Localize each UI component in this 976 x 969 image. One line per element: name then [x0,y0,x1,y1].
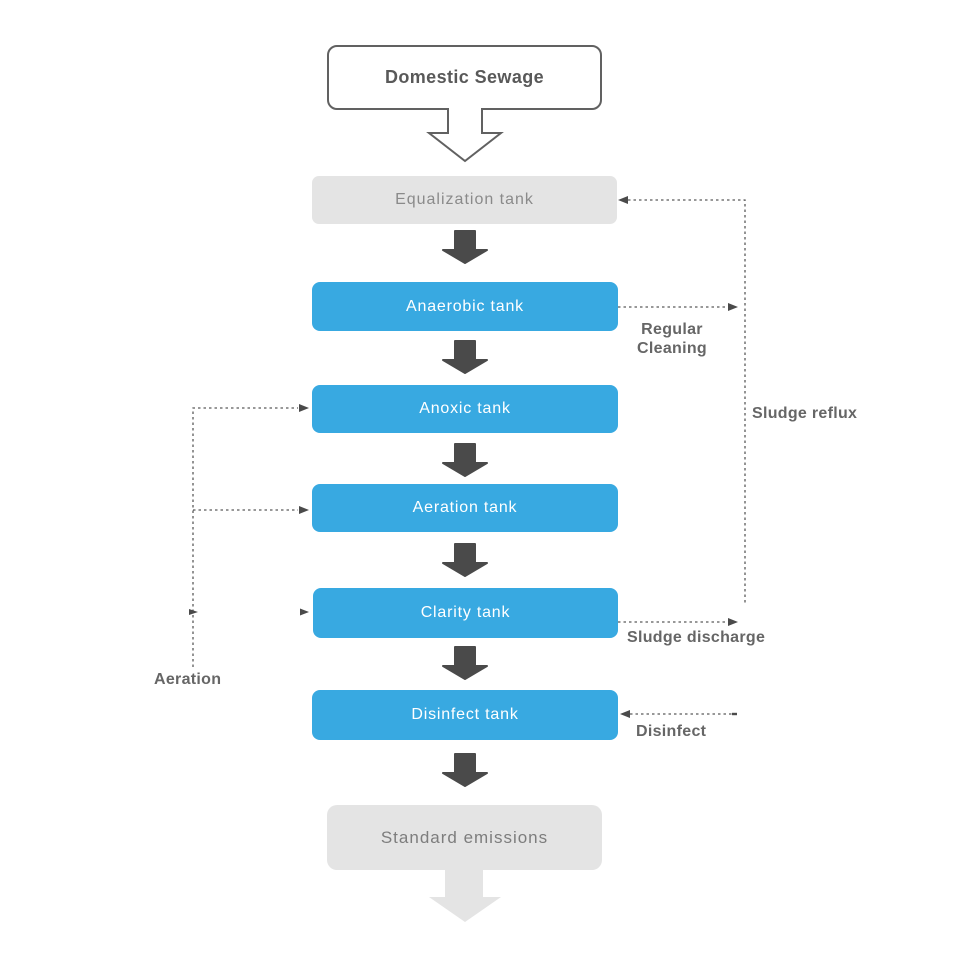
arrowhead-right-icon [299,404,309,412]
node-label: Domestic Sewage [384,67,545,87]
arrowhead-right-icon [728,303,738,311]
node-label: Anaerobic tank [406,297,524,315]
node-label: Clarity tank [420,604,511,621]
arrowhead-left-icon [618,196,628,204]
light-down-arrow-icon [429,866,501,922]
label-aeration: Aeration [154,671,222,688]
down-arrow-icon [442,230,488,264]
label-disinfect: Disinfect [636,723,707,740]
node-label: Standard emissions [380,827,549,847]
node-label: Aeration tank [412,499,518,516]
node-standard-emissions: Standard emissions [327,805,602,870]
label-sludge-discharge: Sludge discharge [627,629,766,646]
label-sludge-reflux: Sludge reflux [752,405,858,422]
arrowhead-right-icon [300,608,309,616]
node-anaerobic-tank: Anaerobic tank [312,282,618,331]
aeration-riser-line [192,407,298,667]
node-disinfect-tank: Disinfect tank [312,690,618,740]
line-end-cap [732,712,737,716]
sludge-reflux-line [628,199,746,603]
down-arrow-icon [442,543,488,577]
node-label: Anoxic tank [419,400,511,417]
node-label: Equalization tank [395,191,534,208]
node-label: Disinfect tank [411,706,519,723]
outline-down-arrow-icon [426,108,504,163]
down-arrow-icon [442,443,488,477]
arrowhead-right-icon [189,609,198,615]
node-anoxic-tank: Anoxic tank [312,385,618,433]
arrowhead-right-icon [728,618,738,626]
node-aeration-tank: Aeration tank [312,484,618,532]
node-clarity-tank: Clarity tank [313,588,618,638]
down-arrow-icon [442,646,488,680]
node-domestic-sewage: Domestic Sewage [327,45,602,110]
down-arrow-icon [442,753,488,787]
arrowhead-left-icon [620,710,630,718]
node-equalization-tank: Equalization tank [312,176,617,224]
down-arrow-icon [442,340,488,374]
arrowhead-right-icon [299,506,309,514]
label-regular-cleaning: Regular Cleaning [637,321,707,357]
